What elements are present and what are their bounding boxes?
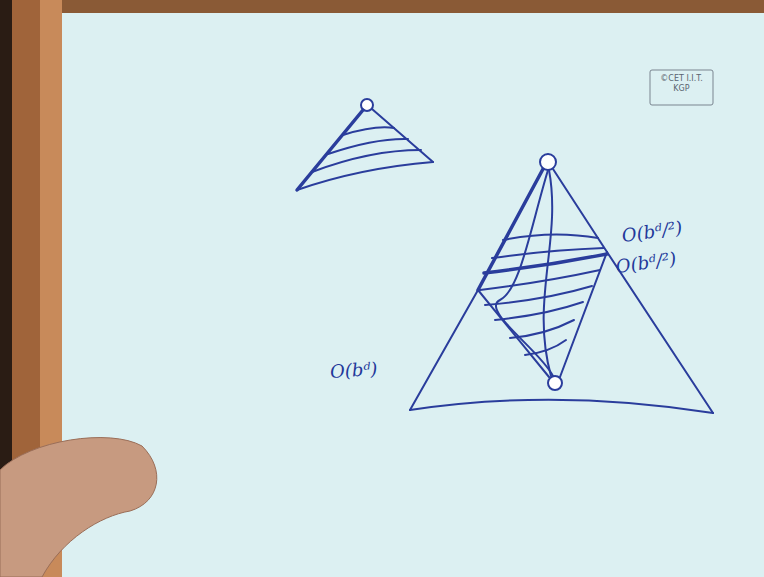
bidirectional-search-diamond [410,154,713,413]
frame-top [0,0,764,13]
presenter-hand [0,438,157,577]
watermark-box [650,70,713,105]
complexity-label: O(bᵈ) [329,359,378,382]
small-search-cone [297,99,433,190]
watermark: ©CET I.I.T. KGP [652,74,711,94]
